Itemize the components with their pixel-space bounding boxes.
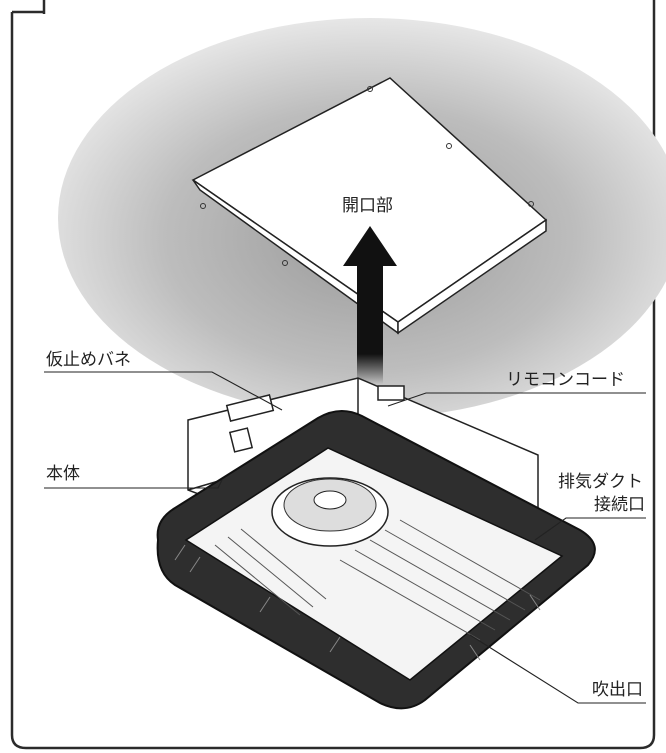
leader-remote-cord (387, 392, 646, 407)
leader-outlet (469, 634, 646, 704)
insert-direction-arrow (343, 226, 397, 384)
label-exhaust-duct-2: 接続口 (594, 495, 645, 515)
label-opening: 開口部 (342, 196, 393, 216)
label-remote-cord: リモコンコード (506, 370, 625, 390)
label-exhaust-duct-1: 排気ダクト (558, 472, 643, 492)
page-frame (10, 0, 656, 750)
leader-exhaust-duct (534, 517, 646, 541)
ceiling-opening (191, 77, 548, 335)
label-temp-spring: 仮止めバネ (46, 350, 131, 370)
label-body: 本体 (46, 464, 80, 484)
leader-temp-spring (44, 371, 283, 411)
grille-frame (156, 410, 596, 710)
leader-body (44, 479, 223, 489)
leader-lines (44, 371, 646, 704)
label-outlet: 吹出口 (592, 680, 643, 700)
